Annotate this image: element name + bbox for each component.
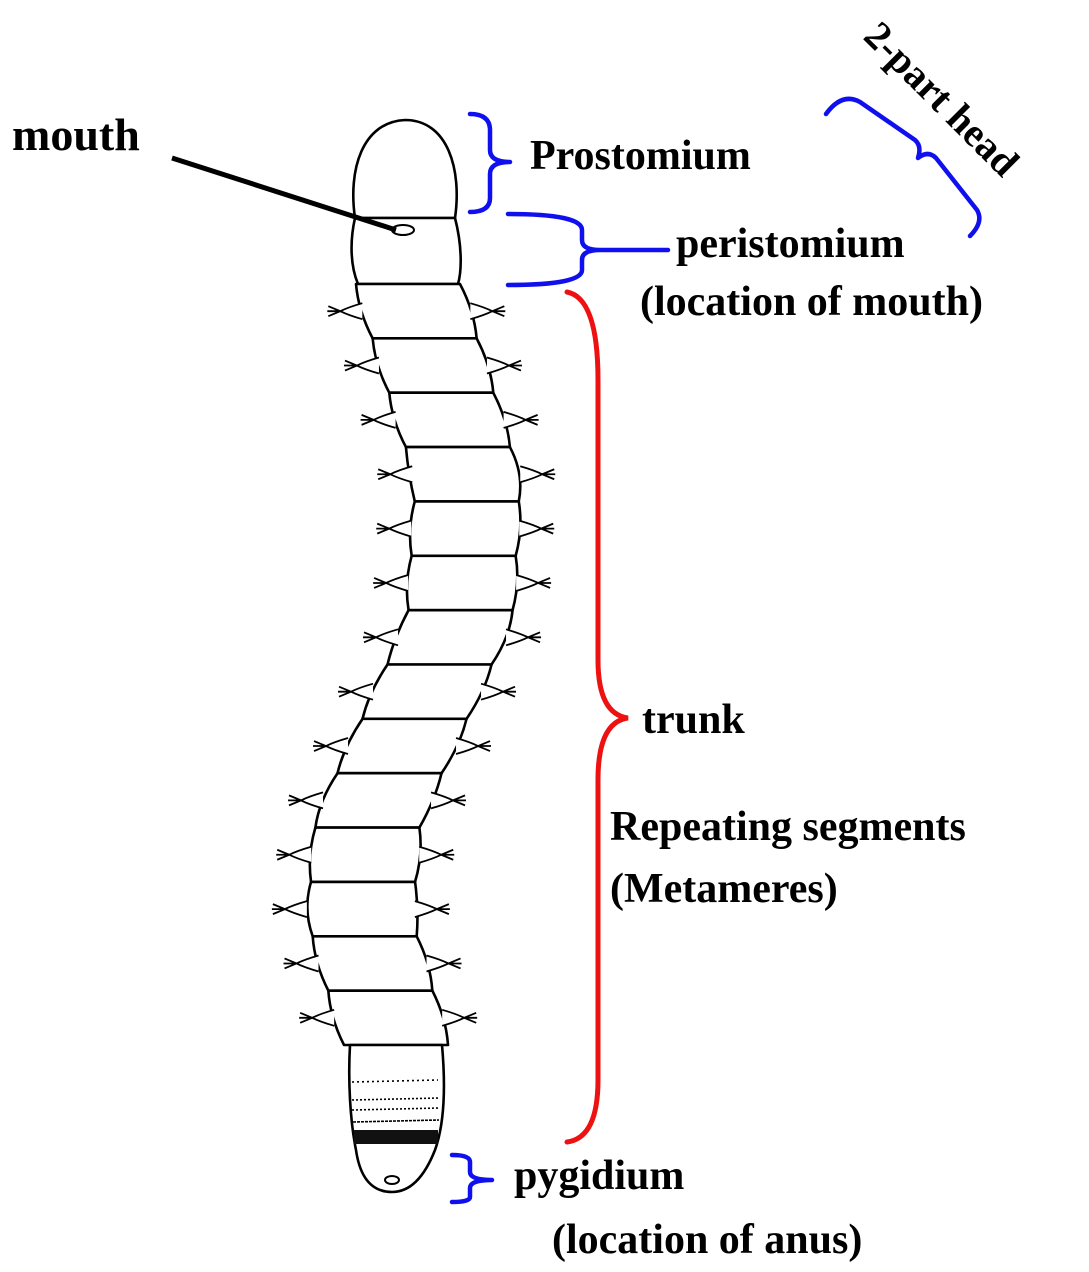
parapodium bbox=[327, 302, 363, 321]
parapodia bbox=[271, 302, 556, 1027]
pygidium-label: pygidium bbox=[514, 1153, 684, 1199]
trunk-segment bbox=[336, 717, 468, 775]
parapodium bbox=[518, 519, 555, 538]
parapodium bbox=[505, 628, 542, 647]
parapodium bbox=[455, 737, 492, 755]
metameres-label: (Metameres) bbox=[610, 866, 838, 912]
parapodium bbox=[288, 791, 324, 810]
parapodium bbox=[343, 356, 380, 375]
pygidium-stippling bbox=[351, 1079, 441, 1123]
repeating-segments-label: Repeating segments bbox=[610, 804, 966, 850]
trunk-label: trunk bbox=[642, 697, 745, 743]
parapodium bbox=[515, 574, 552, 592]
trunk-brace bbox=[564, 289, 629, 1145]
parapodium bbox=[441, 1008, 478, 1027]
parapodium bbox=[519, 465, 556, 484]
parapodium bbox=[299, 1008, 335, 1027]
parapodium bbox=[430, 791, 467, 810]
anus-opening bbox=[384, 1175, 400, 1185]
parapodium bbox=[363, 628, 399, 647]
trunk-segment bbox=[311, 934, 434, 992]
parapodium bbox=[503, 411, 539, 429]
trunk-segment bbox=[354, 282, 478, 340]
trunk-segment bbox=[327, 989, 450, 1047]
two-part-head-brace bbox=[823, 96, 982, 239]
trunk-segment bbox=[408, 500, 522, 558]
worm-body bbox=[271, 118, 556, 1194]
parapodium bbox=[276, 845, 312, 864]
pygidium-note: (location of anus) bbox=[552, 1217, 862, 1263]
parapodium bbox=[313, 737, 349, 755]
trunk-segments bbox=[306, 282, 522, 1047]
parapodium bbox=[426, 954, 462, 973]
pygidium-shape bbox=[347, 1043, 446, 1194]
two-part-head-label: 2-part head bbox=[856, 13, 1028, 185]
peristomium-note: (location of mouth) bbox=[640, 279, 983, 325]
pygidium-dark-band bbox=[354, 1130, 438, 1144]
trunk-segment bbox=[404, 445, 522, 503]
parapodium bbox=[271, 900, 308, 918]
parapodium bbox=[470, 302, 506, 321]
prostomium-brace bbox=[467, 111, 513, 215]
peristomium-brace bbox=[505, 211, 671, 288]
mouth-pointer-line bbox=[171, 155, 397, 233]
parapodium bbox=[360, 411, 396, 429]
parapodium bbox=[414, 900, 450, 918]
trunk-segment bbox=[306, 880, 419, 938]
parapodium bbox=[376, 519, 412, 538]
parapodium bbox=[373, 574, 409, 592]
parapodium bbox=[480, 682, 517, 701]
trunk-segment bbox=[361, 663, 493, 721]
head-braces bbox=[449, 96, 982, 1205]
trunk-segment bbox=[405, 554, 519, 612]
trunk-segment bbox=[314, 771, 443, 829]
parapodium bbox=[486, 356, 522, 375]
parapodium bbox=[283, 954, 319, 973]
trunk-segment bbox=[387, 391, 512, 449]
parapodium bbox=[418, 845, 455, 864]
prostomium-shape bbox=[351, 118, 459, 220]
trunk-segment bbox=[308, 826, 422, 884]
prostomium-label: Prostomium bbox=[530, 133, 751, 179]
parapodium bbox=[377, 465, 413, 484]
parapodium bbox=[338, 682, 374, 701]
trunk-segment bbox=[371, 337, 495, 395]
peristomium-label: peristomium bbox=[676, 221, 905, 267]
mouth-label: mouth bbox=[12, 109, 140, 160]
trunk-segment bbox=[386, 608, 514, 666]
pygidium-brace bbox=[449, 1152, 495, 1205]
